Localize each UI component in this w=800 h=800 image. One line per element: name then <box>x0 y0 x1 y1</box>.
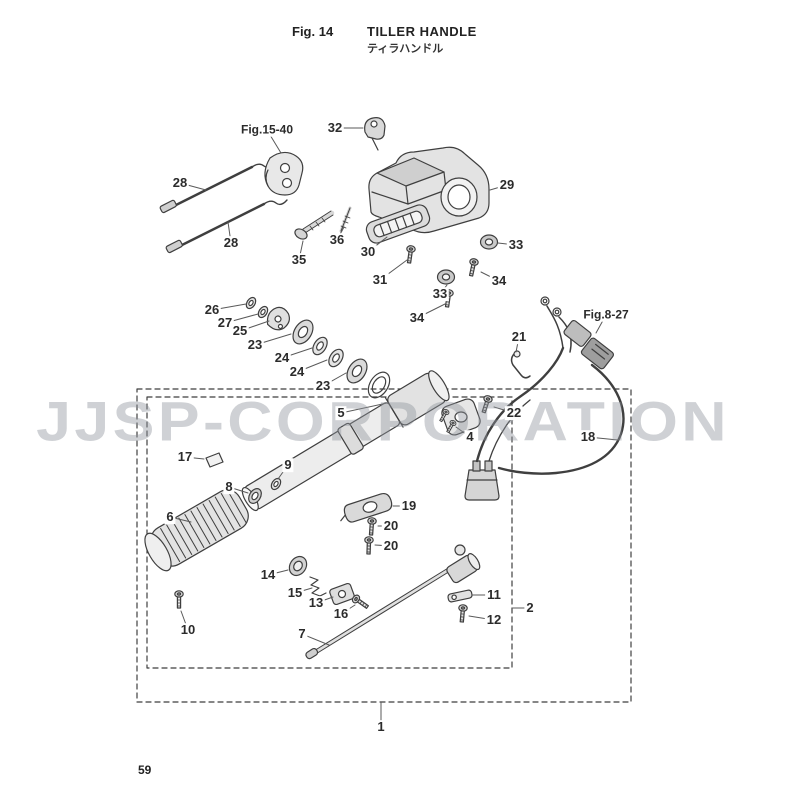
part-callout-33: 33 <box>430 286 450 302</box>
part-callout-20: 20 <box>381 538 401 554</box>
figure-ref-fig-15-40: Fig.15-40 <box>238 122 296 137</box>
harness-connectors <box>563 319 615 370</box>
part-callout-24: 24 <box>272 350 292 366</box>
figure-ref-fig-8-27: Fig.8-27 <box>581 307 631 322</box>
part-callout-28: 28 <box>221 235 241 251</box>
part-callout-22: 22 <box>504 405 524 421</box>
part-callout-35: 35 <box>289 252 309 268</box>
figure-header: Fig. 14 TILLER HANDLE ティラハンドル <box>0 0 800 60</box>
drive-plate-25 <box>266 306 290 331</box>
part-callout-30: 30 <box>358 244 378 260</box>
grip-bushing <box>248 488 262 504</box>
friction-knob <box>288 555 308 577</box>
cable-grommet <box>264 151 304 196</box>
part-callout-2: 2 <box>524 600 536 616</box>
page-number: 59 <box>138 763 152 777</box>
rod-end-joint <box>446 553 481 584</box>
part-callout-7: 7 <box>296 626 308 642</box>
part-callout-9: 9 <box>282 457 294 473</box>
part-callout-21: 21 <box>509 329 529 345</box>
rod-cap <box>454 544 466 556</box>
throttle-cable-upper <box>159 162 276 214</box>
wire-connector <box>464 460 500 501</box>
part-callout-12: 12 <box>484 612 504 628</box>
harness-clip-21 <box>510 350 531 379</box>
handle-grip <box>144 489 249 572</box>
part-callout-4: 4 <box>464 429 476 445</box>
part-callout-27: 27 <box>215 315 235 331</box>
part-callout-25: 25 <box>230 323 250 339</box>
cable-clamp <box>364 117 386 151</box>
rod-clip-11 <box>447 589 473 603</box>
tiller-tube <box>241 370 450 512</box>
part-callout-6: 6 <box>164 509 176 525</box>
pivot-bolt <box>294 210 335 240</box>
part-callout-14: 14 <box>258 567 278 583</box>
part-callout-31: 31 <box>370 272 390 288</box>
part-callout-19: 19 <box>399 498 419 514</box>
part-callout-11: 11 <box>485 587 503 603</box>
stud-bolt <box>339 206 352 233</box>
part-callout-36: 36 <box>327 232 347 248</box>
part-callout-34: 34 <box>489 273 509 289</box>
throttle-cable-lower <box>165 199 288 254</box>
part-callout-23: 23 <box>245 337 265 353</box>
part-callout-15: 15 <box>285 585 305 601</box>
part-callout-10: 10 <box>178 622 198 638</box>
part-callout-20: 20 <box>381 518 401 534</box>
spring-15 <box>309 576 327 597</box>
part-callout-24: 24 <box>287 364 307 380</box>
assembly-group-box-1 <box>136 388 632 703</box>
part-callout-5: 5 <box>335 405 347 421</box>
part-callout-1: 1 <box>375 719 387 735</box>
part-callout-17: 17 <box>175 449 195 465</box>
part-callout-32: 32 <box>325 120 345 136</box>
part-callout-8: 8 <box>223 479 235 495</box>
part-callout-23: 23 <box>313 378 333 394</box>
wire-harness <box>475 296 625 475</box>
part-callout-28: 28 <box>170 175 190 191</box>
part-callout-33: 33 <box>506 237 526 253</box>
part-callout-18: 18 <box>578 429 598 445</box>
part-callout-34: 34 <box>407 310 427 326</box>
friction-plate <box>365 204 431 244</box>
assembly-group-box-2 <box>146 396 513 669</box>
throttle-rod <box>305 567 452 660</box>
part-callout-16: 16 <box>331 606 351 622</box>
figure-title: TILLER HANDLE <box>367 24 477 39</box>
figure-number: Fig. 14 <box>292 24 334 39</box>
part-callout-13: 13 <box>306 595 326 611</box>
figure-title-japanese: ティラハンドル <box>367 43 444 55</box>
grommet-17 <box>205 452 224 468</box>
throttle-cam <box>340 492 393 523</box>
part-callout-26: 26 <box>202 302 222 318</box>
part-callout-29: 29 <box>497 177 517 193</box>
